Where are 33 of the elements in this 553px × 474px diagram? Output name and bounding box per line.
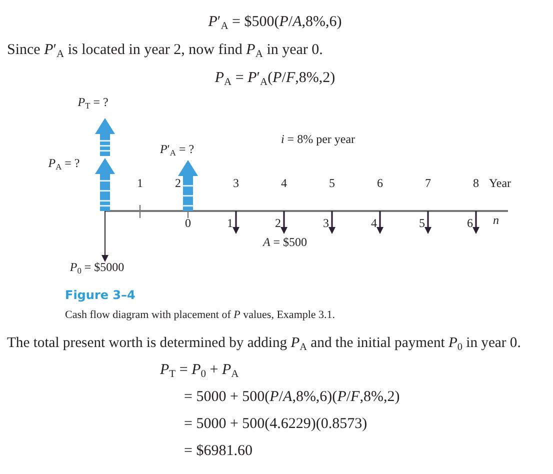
formula: P′$_{A}$ = $500(P/A,8%,6) <box>208 14 342 30</box>
period-number: 3 <box>323 217 329 230</box>
cash-flow-label: P$_{A}$ = ? <box>48 157 80 170</box>
axis-label: n <box>493 214 499 228</box>
year-number: 6 <box>377 177 383 190</box>
year-number: 3 <box>233 177 239 190</box>
cash-flow-label: P′$_{A}$ = ? <box>160 143 194 156</box>
formula: = $6981.60 <box>184 443 252 460</box>
axis-label: Year <box>488 177 512 190</box>
interest-rate-label: i = 8% per year <box>280 133 356 146</box>
period-number: 5 <box>419 217 425 230</box>
figure-caption: Cash flow diagram with placement of P values, Example 3.1. <box>65 309 336 322</box>
cash-flow-label: P$_{T}$ = ? <box>78 96 108 110</box>
year-number: 2 <box>175 177 181 190</box>
period-number: 6 <box>467 217 473 230</box>
year-number: 5 <box>329 177 335 190</box>
period-number: 4 <box>371 217 377 230</box>
body-text: Since P′$_{A}$ is located in year 2, now find P$_{A}$ in year 0. <box>7 42 323 58</box>
cash-flow-label: A = $500 <box>262 236 308 250</box>
year-number: 7 <box>425 177 431 190</box>
period-number: 1 <box>227 217 233 230</box>
formula: P$_{A}$ = P′$_{A}$(P/F,8%,2) <box>214 70 336 86</box>
year-number: 8 <box>473 177 479 190</box>
period-number: 2 <box>275 217 281 230</box>
cash-flow-label: P$_{0}$ = $5000 <box>70 261 124 274</box>
year-number: 4 <box>281 177 287 190</box>
formula: = 5000 + 500(4.6229)(0.8573) <box>184 416 368 432</box>
formula: P$_{T}$ = P$_{0}$ + P$_{A}$ <box>160 362 239 378</box>
figure-number: Figure 3–4 <box>65 289 136 302</box>
period-number: 0 <box>185 217 191 230</box>
formula: = 5000 + 500(P/A,8%,6)(P/F,8%,2) <box>184 389 400 406</box>
body-text: The total present worth is determined by adding P$_{A}$ and the initial payment P$_{0}$ in year 0. <box>7 335 521 352</box>
year-number: 1 <box>137 177 143 190</box>
